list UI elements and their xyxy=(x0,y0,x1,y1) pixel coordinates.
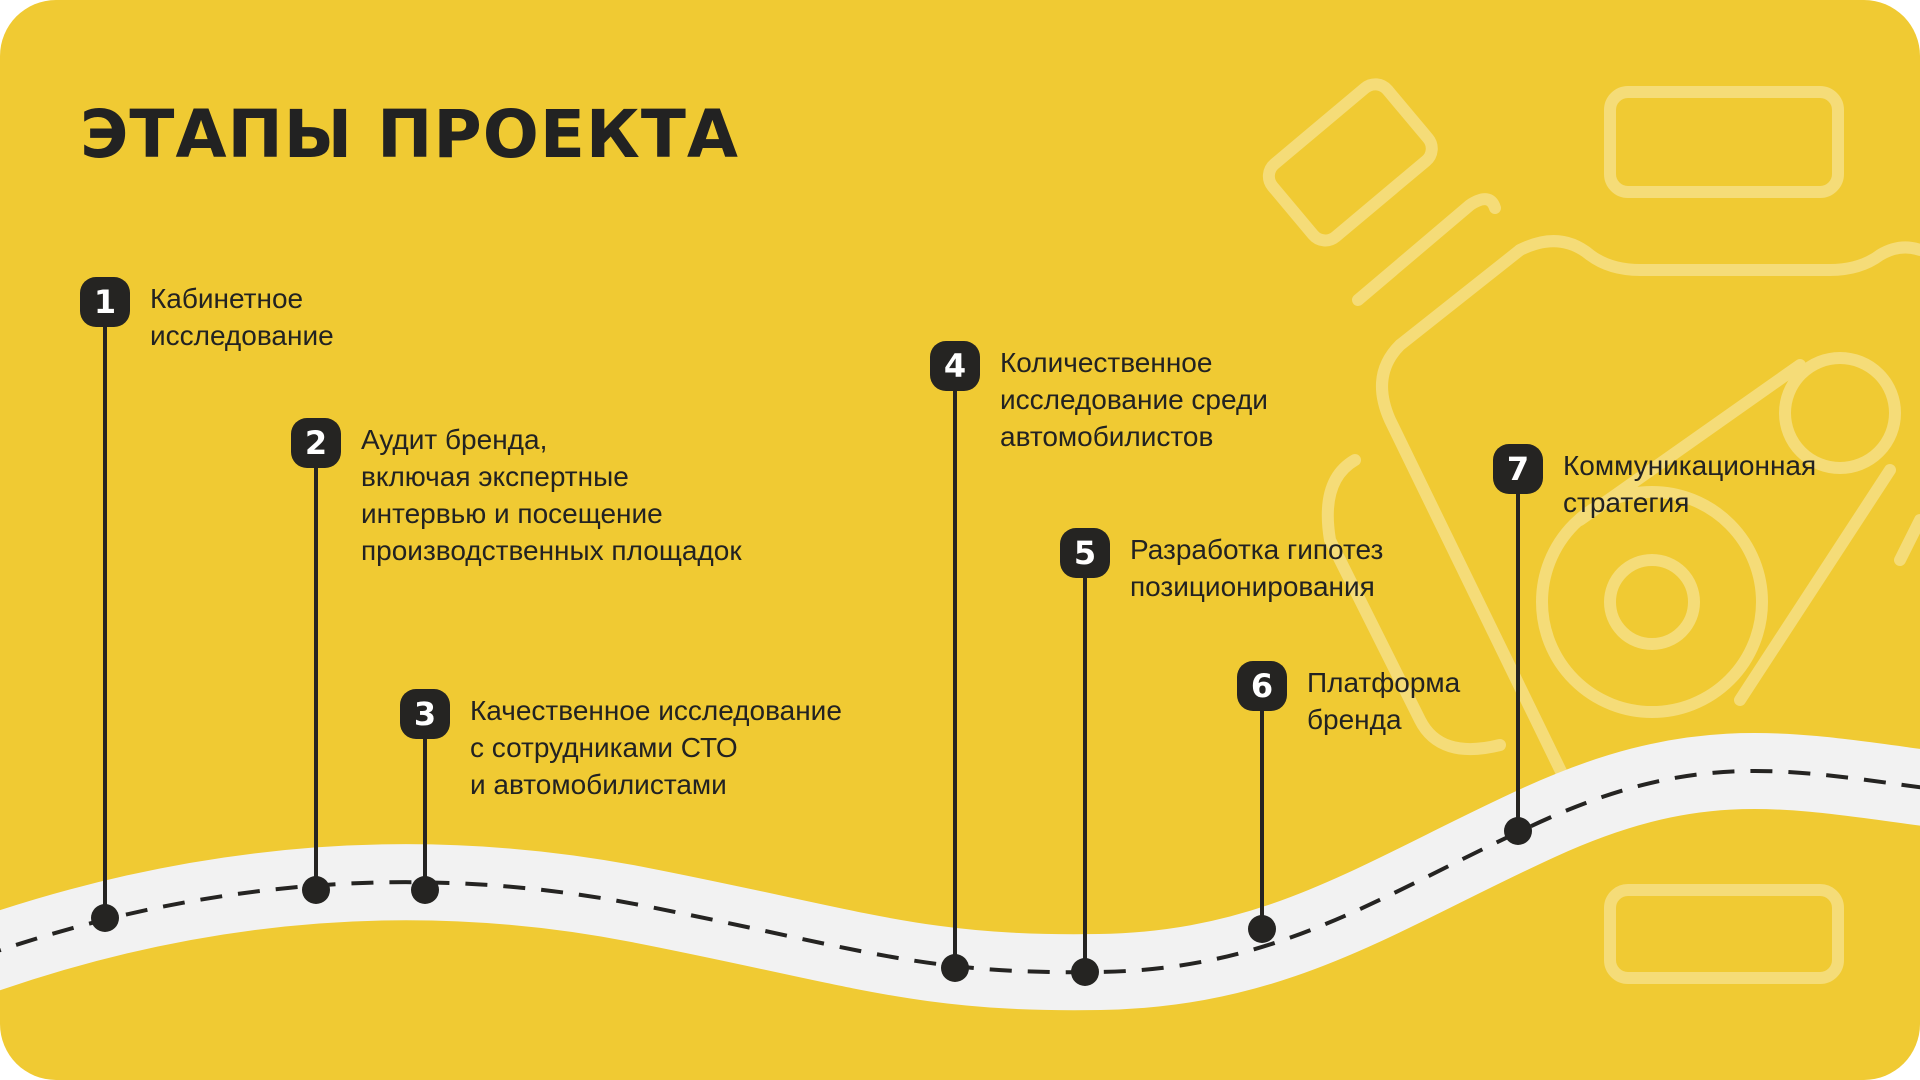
road-center-line xyxy=(0,769,1920,975)
stage-label-line: производственных площадок xyxy=(361,535,742,566)
stage-label-line: Качественное исследование xyxy=(470,695,842,726)
decor-rect-bottom xyxy=(1604,884,1844,984)
stage-label: Кабинетное исследование xyxy=(150,280,334,354)
stage-label-line: интервью и посещение xyxy=(361,498,663,529)
road-point xyxy=(302,876,330,904)
stage-connector xyxy=(423,714,427,890)
stage-label: Аудит бренда, включая экспертные интервью … xyxy=(361,421,742,569)
decor-pulley xyxy=(1536,486,1768,718)
stage-connector xyxy=(314,443,318,890)
stage-number-badge: 2 xyxy=(291,418,341,468)
stage-number-badge: 4 xyxy=(930,341,980,391)
decor-small-pulley xyxy=(1779,352,1901,474)
stage-label-line: позиционирования xyxy=(1130,571,1375,602)
road-point xyxy=(941,954,969,982)
road-point xyxy=(1071,958,1099,986)
stage-number-badge: 7 xyxy=(1493,444,1543,494)
stage-number-badge: 3 xyxy=(400,689,450,739)
stage-label-line: Разработка гипотез xyxy=(1130,534,1384,565)
decor-arc xyxy=(1321,454,1506,756)
stage-label-line: исследование среди xyxy=(1000,384,1268,415)
road-point xyxy=(1504,817,1532,845)
decor-top-edge xyxy=(1514,235,1920,276)
stage-label-line: стратегия xyxy=(1563,487,1690,518)
road-point xyxy=(1248,915,1276,943)
road xyxy=(0,733,1920,1011)
stage-connector xyxy=(953,366,957,968)
stage-label-line: Аудит бренда, xyxy=(361,424,548,455)
stage-label-line: автомобилистов xyxy=(1000,421,1214,452)
decor-edge xyxy=(1894,514,1920,566)
stage-number-badge: 5 xyxy=(1060,528,1110,578)
stage-connector xyxy=(103,302,107,918)
decor-neck xyxy=(1352,193,1501,306)
decor-belt xyxy=(1574,359,1896,706)
stage-label-line: Платформа xyxy=(1307,667,1461,698)
stage-label-line: Количественное xyxy=(1000,347,1213,378)
stage-label-line: с сотрудниками СТО xyxy=(470,732,738,763)
decor-cap xyxy=(1262,78,1438,247)
decor-body-left xyxy=(1376,244,1576,796)
stage-label-line: Коммуникационная xyxy=(1563,450,1817,481)
stage-connector xyxy=(1083,553,1087,972)
decor-rect-top xyxy=(1604,86,1844,198)
stage-label: Качественное исследование с сотрудниками … xyxy=(470,692,842,803)
stage-label: Коммуникационная стратегия xyxy=(1563,447,1816,521)
stage-connector xyxy=(1260,686,1264,929)
road-point xyxy=(91,904,119,932)
page-title: ЭТАПЫ ПРОЕКТА xyxy=(80,96,739,173)
decor-pulley-hub xyxy=(1604,554,1700,650)
stage-number-badge: 1 xyxy=(80,277,130,327)
stage-label-line: и автомобилистами xyxy=(470,769,727,800)
stage-connector xyxy=(1516,469,1520,831)
stage-label-line: исследование xyxy=(150,320,334,351)
stage-label: Платформа бренда xyxy=(1307,664,1460,738)
stage-label: Разработка гипотез позиционирования xyxy=(1130,531,1383,605)
road-point xyxy=(411,876,439,904)
stage-label-line: включая экспертные xyxy=(361,461,629,492)
stage-number-badge: 6 xyxy=(1237,661,1287,711)
stage-label-line: бренда xyxy=(1307,704,1402,735)
stage-label: Количественное исследование среди автомоби… xyxy=(1000,344,1268,455)
stage-label-line: Кабинетное xyxy=(150,283,304,314)
